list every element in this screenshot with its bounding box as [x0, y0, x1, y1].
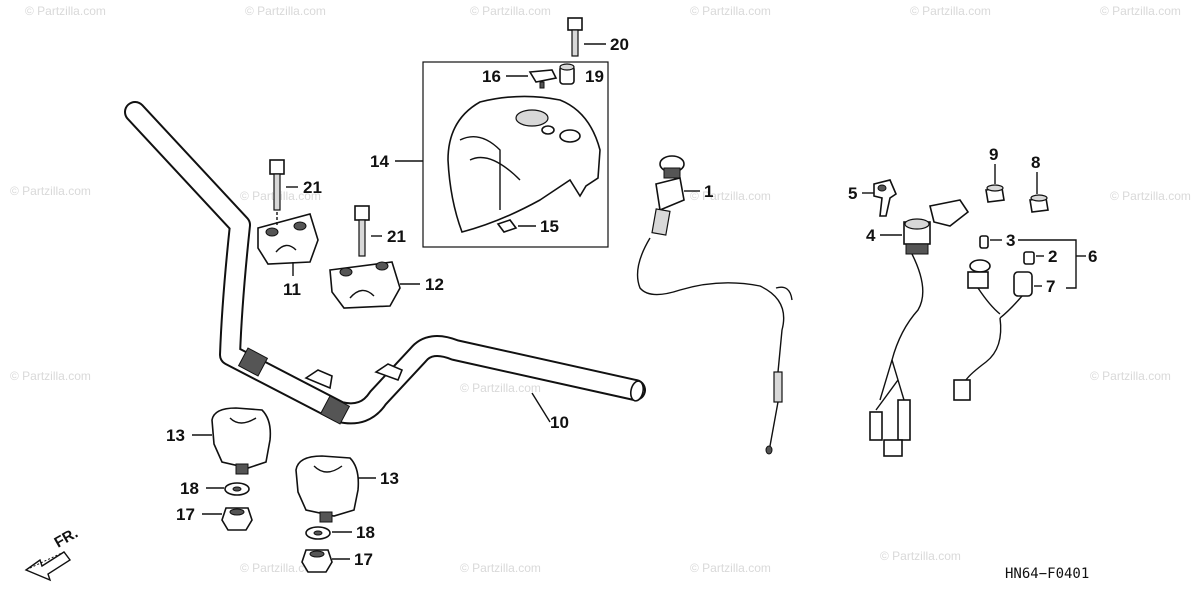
callout-10: 10: [550, 413, 569, 432]
nut-clip-16[interactable]: [528, 69, 558, 89]
callout-13b: 13: [380, 469, 399, 488]
callout-15: 15: [540, 217, 559, 236]
callout-18a: 18: [180, 479, 199, 498]
watermark: © Partzilla.com: [690, 4, 771, 18]
part-2[interactable]: [1023, 251, 1035, 265]
callout-21a: 21: [303, 178, 322, 197]
callout-12: 12: [425, 275, 444, 294]
callout-2: 2: [1048, 247, 1057, 266]
callout-18b: 18: [356, 523, 375, 542]
front-direction-indicator: FR.: [24, 525, 81, 582]
callout-5: 5: [848, 184, 857, 203]
diagram-code: HN64−F0401: [1005, 566, 1089, 582]
handlebar-part[interactable]: [124, 101, 646, 425]
watermark: © Partzilla.com: [10, 369, 91, 383]
callout-8: 8: [1031, 153, 1040, 172]
callout-20: 20: [610, 35, 629, 54]
part-3[interactable]: [979, 235, 989, 249]
callout-11: 11: [283, 280, 301, 299]
watermark: © Partzilla.com: [245, 4, 326, 18]
nut-17a[interactable]: [221, 507, 253, 531]
callout-4: 4: [866, 226, 876, 245]
watermark: © Partzilla.com: [470, 4, 551, 18]
watermark: © Partzilla.com: [460, 381, 541, 395]
lower-holder-13a-part[interactable]: [211, 407, 272, 475]
ignition-key-part[interactable]: [873, 179, 897, 217]
callout-9: 9: [989, 145, 998, 164]
callout-21b: 21: [387, 227, 406, 246]
callout-1: 1: [704, 182, 713, 201]
leader-10: [531, 392, 551, 423]
washer-18a[interactable]: [224, 482, 250, 496]
callout-7: 7: [1046, 277, 1055, 296]
bolt-20[interactable]: [567, 17, 583, 57]
watermark: © Partzilla.com: [910, 4, 991, 18]
watermark: © Partzilla.com: [690, 561, 771, 575]
callout-3: 3: [1006, 231, 1015, 250]
watermark: © Partzilla.com: [1100, 4, 1181, 18]
bolt-21-a[interactable]: [269, 159, 285, 211]
callout-17b: 17: [354, 550, 373, 569]
ignition-switch-part[interactable]: [869, 199, 970, 457]
watermark: © Partzilla.com: [880, 549, 961, 563]
washer-18b[interactable]: [305, 526, 331, 540]
cover-assembly-frame: [422, 61, 609, 248]
bracket-6: [1018, 239, 1077, 289]
collar-19[interactable]: [559, 63, 575, 85]
callout-16: 16: [482, 67, 501, 86]
callout-13a: 13: [166, 426, 185, 445]
upper-holder-11-part[interactable]: [257, 213, 319, 265]
light-switch-part[interactable]: [953, 259, 1033, 401]
handlebar-cover-part[interactable]: [447, 95, 601, 233]
front-label: FR.: [52, 525, 81, 552]
upper-holder-12-part[interactable]: [329, 261, 401, 309]
watermark: © Partzilla.com: [1110, 189, 1191, 203]
arrow-icon: [24, 551, 72, 582]
bolt-21-b[interactable]: [354, 205, 370, 257]
watermark: © Partzilla.com: [10, 184, 91, 198]
choke-cable-part[interactable]: [636, 155, 793, 455]
watermark: © Partzilla.com: [240, 561, 321, 575]
part-9[interactable]: [985, 184, 1005, 203]
lower-holder-13b-part[interactable]: [295, 455, 360, 523]
callout-17a: 17: [176, 505, 195, 524]
watermark: © Partzilla.com: [25, 4, 106, 18]
nut-17b[interactable]: [301, 549, 333, 573]
watermark: © Partzilla.com: [690, 189, 771, 203]
part-8[interactable]: [1029, 194, 1049, 213]
callout-6: 6: [1088, 247, 1097, 266]
clip-15[interactable]: [496, 219, 518, 233]
watermark: © Partzilla.com: [1090, 369, 1171, 383]
callout-19: 19: [585, 67, 604, 86]
watermark-layer: © Partzilla.com © Partzilla.com © Partzi…: [10, 4, 1191, 575]
callout-14: 14: [370, 152, 389, 171]
watermark: © Partzilla.com: [460, 561, 541, 575]
